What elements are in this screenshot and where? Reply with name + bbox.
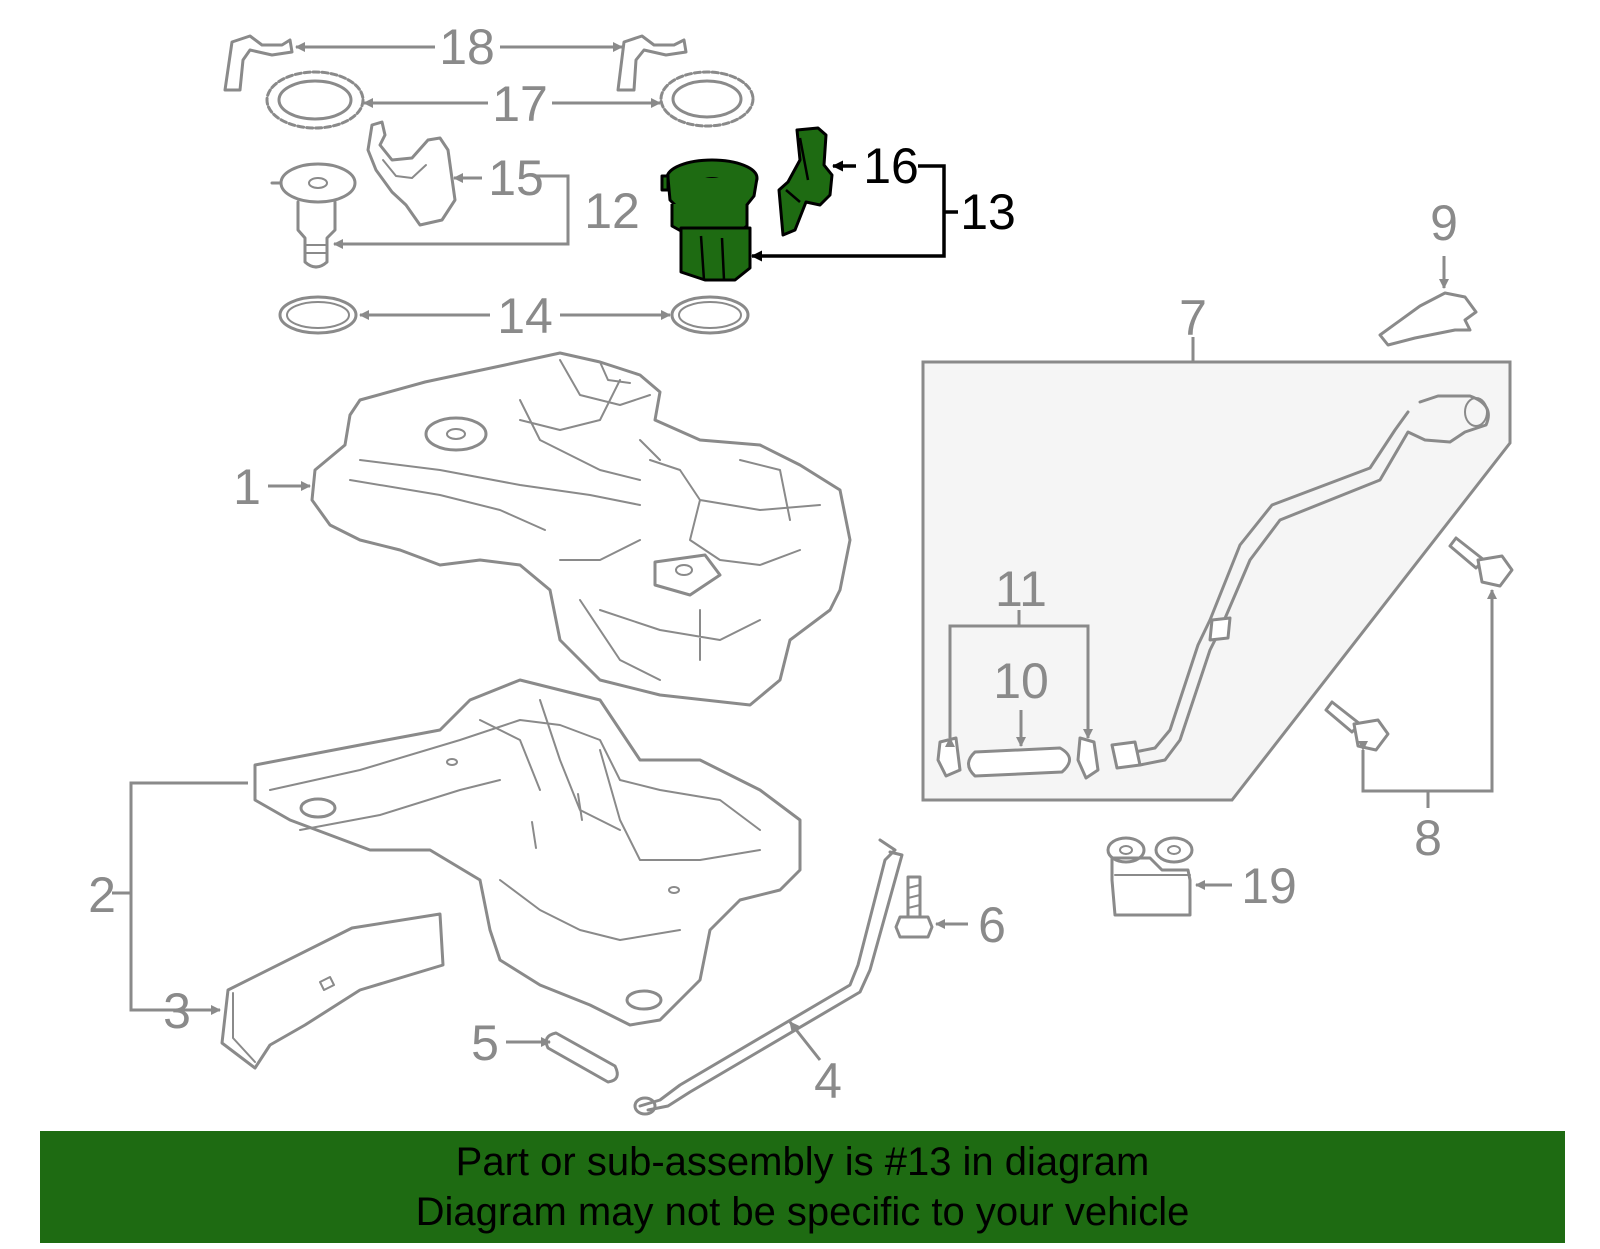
callout-3: 3 [163, 983, 191, 1039]
callout-5: 5 [471, 1015, 499, 1071]
banner-line-2: Diagram may not be specific to your vehi… [415, 1190, 1190, 1234]
callout-6: 6 [978, 897, 1006, 953]
part-5-pin[interactable] [544, 1031, 619, 1084]
part-18-bracket-left[interactable] [223, 34, 294, 92]
callout-4: 4 [814, 1053, 842, 1109]
part-13-fuel-pump-module[interactable] [660, 158, 759, 282]
part-9-clip[interactable] [1378, 291, 1478, 347]
part-4-tank-strap[interactable] [633, 838, 904, 1116]
callout-18: 18 [439, 19, 495, 75]
part-8-bolt-lower[interactable] [1324, 700, 1390, 752]
part-19-clip[interactable] [1106, 836, 1194, 917]
callout-2: 2 [88, 867, 116, 923]
callout-12-leader [333, 174, 570, 249]
callout-17: 17 [492, 76, 548, 132]
part-8-bolt-upper[interactable] [1448, 536, 1514, 588]
part-12-level-sender[interactable] [270, 162, 357, 269]
callout-14: 14 [497, 288, 553, 344]
part-6-bolt[interactable] [894, 875, 934, 939]
part-3-shield[interactable] [220, 912, 445, 1070]
callout-10: 10 [993, 653, 1049, 709]
part-2-heat-shield[interactable] [253, 678, 802, 1027]
part-14-seal-left[interactable] [278, 295, 358, 335]
callout-19: 19 [1241, 858, 1297, 914]
part-17-lock-ring-left[interactable] [265, 70, 365, 130]
callout-9: 9 [1430, 195, 1458, 251]
callout-16-13-leaders [751, 160, 958, 262]
callout-13: 13 [960, 184, 1016, 240]
part-15-sender-bracket[interactable] [366, 120, 457, 227]
callout-4-leader [788, 1021, 822, 1061]
info-banner: Part or sub-assembly is #13 in diagram D… [40, 1131, 1565, 1243]
callout-8-bracket [1358, 589, 1497, 808]
callout-12: 12 [584, 183, 640, 239]
callout-8: 8 [1414, 810, 1442, 866]
callout-1: 1 [233, 459, 261, 515]
callout-11: 11 [995, 561, 1047, 617]
part-16-pump-bracket[interactable] [777, 126, 834, 237]
callout-11-bracket [945, 610, 1093, 747]
callout-16: 16 [863, 138, 919, 194]
callout-2-bracket [112, 781, 248, 1015]
banner-line-1: Part or sub-assembly is #13 in diagram [455, 1140, 1150, 1184]
part-17-lock-ring-right[interactable] [659, 70, 755, 128]
part-1-fuel-tank[interactable] [310, 351, 852, 707]
part-18-bracket-right[interactable] [616, 34, 688, 92]
callout-7: 7 [1179, 290, 1207, 346]
callout-15: 15 [488, 150, 544, 206]
part-10-hose[interactable] [967, 746, 1071, 778]
part-14-seal-right[interactable] [670, 295, 750, 335]
